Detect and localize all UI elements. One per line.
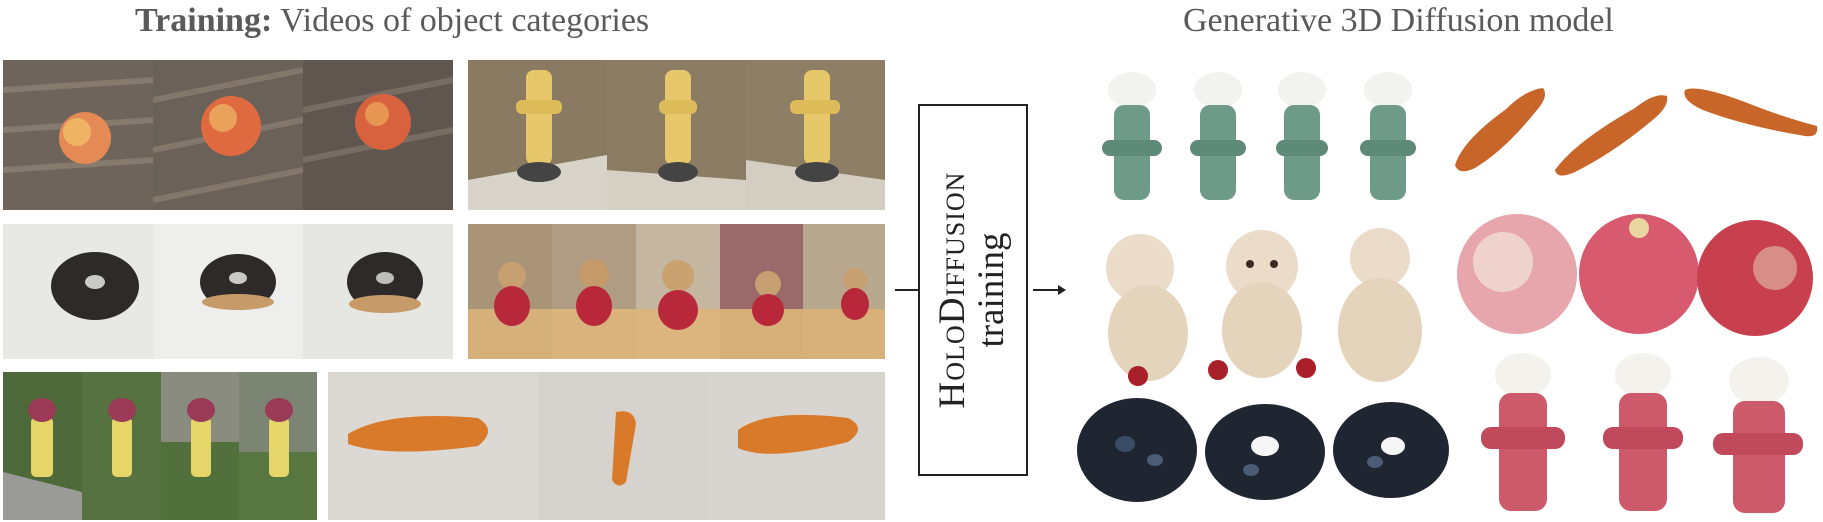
- apple-sample: [1457, 214, 1577, 334]
- teddy-sample: [1208, 230, 1316, 380]
- holodiffusion-training-box: HoloDiffusion training: [918, 104, 1028, 476]
- method-name: HoloDiffusion: [932, 171, 974, 409]
- carrot-sample: [1555, 95, 1668, 176]
- training-title: Training: Videos of object categories: [135, 2, 649, 40]
- training-video-donut: [3, 224, 453, 359]
- apple-frame: [3, 60, 153, 210]
- carrot-sample: [1684, 88, 1818, 137]
- apple-frame: [303, 60, 453, 210]
- donut-frame: [303, 224, 453, 359]
- red-hydrant-frame: [3, 372, 82, 520]
- teddy-sample: [1338, 228, 1422, 382]
- apple-frame: [153, 60, 303, 210]
- apple-sample: [1697, 220, 1813, 336]
- training-video-apple: [3, 60, 453, 210]
- green-hydrant-sample: [1102, 72, 1162, 200]
- arrow-in: [895, 289, 918, 291]
- carrot-frame: [328, 372, 538, 520]
- teddy-frame: [468, 224, 552, 359]
- generated-hydrant-red: [1463, 345, 1820, 520]
- hydrant-frame: [607, 60, 746, 210]
- generated-apple: [1455, 198, 1823, 346]
- arrow-out: [1033, 285, 1066, 295]
- training-title-bold: Training:: [135, 2, 273, 39]
- red-hydrant-sample: [1713, 357, 1803, 513]
- training-video-red-hydrant: [3, 372, 317, 520]
- donut-frame: [153, 224, 303, 359]
- training-video-yellow-hydrant: [468, 60, 885, 210]
- generative-title: Generative 3D Diffusion model: [1183, 2, 1614, 39]
- red-hydrant-frame: [239, 372, 317, 520]
- teddy-frame: [720, 224, 803, 359]
- green-hydrant-sample: [1190, 72, 1246, 200]
- donut-sample: [1205, 404, 1325, 500]
- generated-hydrant-green: [1090, 60, 1435, 220]
- red-hydrant-sample: [1481, 353, 1565, 511]
- hydrant-frame: [746, 60, 885, 210]
- red-hydrant-sample: [1603, 353, 1683, 511]
- box-label: HoloDiffusion training: [932, 171, 1012, 409]
- red-hydrant-frame: [161, 372, 239, 520]
- training-video-carrot: [328, 372, 885, 520]
- teddy-frame: [803, 224, 885, 359]
- generated-teddy-bear: [1090, 218, 1435, 388]
- hydrant-frame: [468, 60, 607, 210]
- carrot-frame: [708, 372, 885, 520]
- green-hydrant-sample: [1276, 72, 1328, 200]
- apple-sample: [1579, 214, 1699, 334]
- donut-sample: [1333, 402, 1449, 498]
- donut-frame: [3, 224, 153, 359]
- training-title-rest: Videos of object categories: [272, 2, 650, 39]
- method-line2: training: [971, 232, 1012, 348]
- donut-sample: [1077, 398, 1197, 502]
- teddy-sample: [1106, 234, 1188, 386]
- carrot-sample: [1455, 88, 1545, 172]
- training-video-teddy-bear: [468, 224, 885, 359]
- red-hydrant-frame: [82, 372, 161, 520]
- generated-carrot: [1445, 70, 1820, 185]
- carrot-frame: [538, 372, 708, 520]
- green-hydrant-sample: [1360, 72, 1416, 200]
- generated-donut: [1075, 388, 1450, 518]
- teddy-frame: [552, 224, 636, 359]
- teddy-frame: [636, 224, 720, 359]
